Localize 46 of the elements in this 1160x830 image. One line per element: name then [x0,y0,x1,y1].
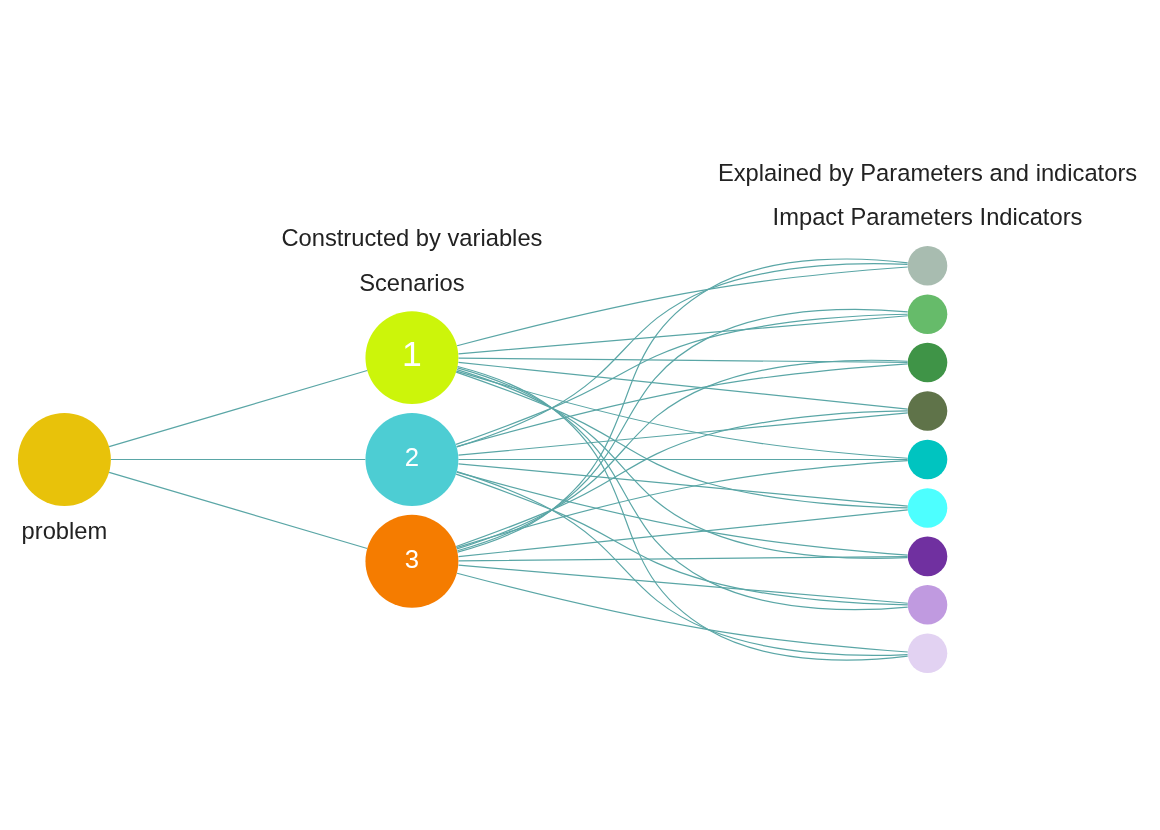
label: problem [21,517,108,544]
connector [456,258,909,553]
node-circle [907,342,948,383]
connector [457,458,909,461]
connector [455,410,909,548]
node-circle: 3 [365,514,459,608]
node-circle: 2 [365,413,459,506]
label: Explained by Parameters and indicators [717,159,1138,186]
label: Scenarios [359,269,465,296]
connector [456,572,909,653]
connector [457,315,909,355]
connector [110,458,366,461]
connector [457,555,909,562]
connector [455,460,909,549]
node-circle [907,439,948,480]
node-circle: 1 [365,311,459,405]
connector [457,564,909,604]
label: Impact Parameters Indicators [772,204,1083,231]
label: Constructed by variables [281,225,543,252]
connector [457,412,909,456]
node-circle [907,245,948,286]
connector [455,313,909,445]
connector [457,357,909,363]
connector [456,363,909,448]
connector [456,308,909,552]
connector [456,471,909,656]
node-circle [907,488,948,528]
connector [108,369,368,448]
connector [457,463,909,507]
connector [456,471,909,556]
node-circle [17,413,111,506]
node-circle [907,391,948,431]
connector [456,367,909,611]
node-circle [907,294,948,334]
node-circle [907,536,948,577]
connector [455,370,909,459]
connector [457,509,909,558]
connector [455,371,909,509]
connector [456,263,909,448]
node-circle [907,633,948,674]
connector [457,361,909,410]
connector [457,365,909,661]
connector [456,266,909,347]
connector [455,473,909,606]
node-circle [907,585,948,625]
connector [108,471,368,550]
